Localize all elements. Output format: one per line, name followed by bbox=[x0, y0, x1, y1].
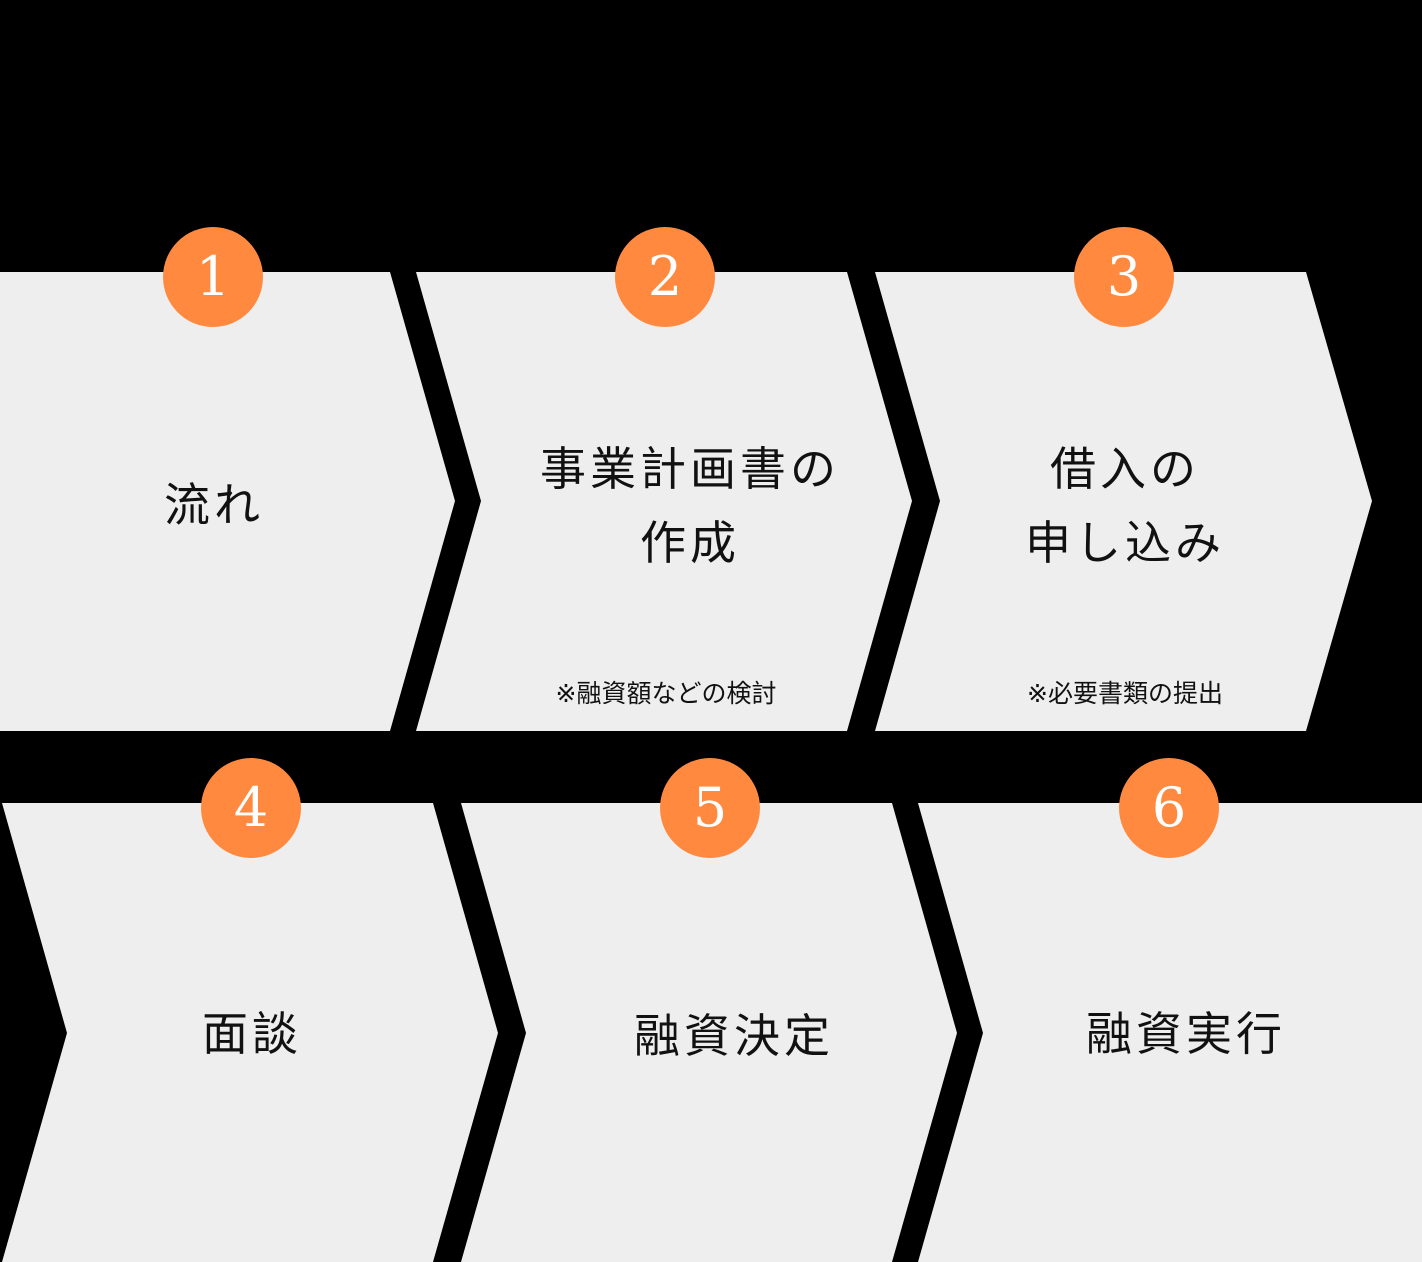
step-2-label-line-2: 作成 bbox=[640, 516, 740, 570]
step-4-label-line-1: 面談 bbox=[202, 1007, 302, 1061]
step-2-note: ※融資額などの検討 bbox=[555, 679, 777, 708]
step-5-number-badge: 5 bbox=[660, 758, 760, 858]
step-1-label: 流れ bbox=[164, 468, 264, 542]
step-6-label: 融資実行 bbox=[1086, 997, 1286, 1071]
step-6-chevron bbox=[918, 803, 1422, 1262]
step-2-label-line-1: 事業計画書の bbox=[540, 442, 840, 496]
step-5-label: 融資決定 bbox=[634, 999, 834, 1073]
step-2-number-badge: 2 bbox=[615, 227, 715, 327]
step-4-chevron bbox=[2, 803, 498, 1262]
step-5-chevron bbox=[461, 803, 957, 1262]
step-3-number-badge: 3 bbox=[1074, 227, 1174, 327]
step-3-label: 借入の 申し込み bbox=[1025, 432, 1225, 580]
step-3-chevron bbox=[875, 272, 1372, 731]
step-2-label: 事業計画書の 作成 bbox=[540, 432, 840, 580]
step-1-chevron bbox=[0, 272, 455, 731]
step-1-label-line-1: 流れ bbox=[164, 478, 264, 532]
step-2-chevron bbox=[416, 272, 912, 731]
step-3-label-line-1: 借入の bbox=[1050, 442, 1200, 496]
step-3-label-line-2: 申し込み bbox=[1025, 516, 1225, 570]
step-3-note: ※必要書類の提出 bbox=[1027, 679, 1223, 708]
step-6-number-badge: 6 bbox=[1119, 758, 1219, 858]
step-5-label-line-1: 融資決定 bbox=[634, 1009, 834, 1063]
step-1-number-badge: 1 bbox=[163, 227, 263, 327]
step-6-label-line-1: 融資実行 bbox=[1086, 1007, 1286, 1061]
step-4-label: 面談 bbox=[202, 997, 302, 1071]
step-4-number-badge: 4 bbox=[201, 758, 301, 858]
